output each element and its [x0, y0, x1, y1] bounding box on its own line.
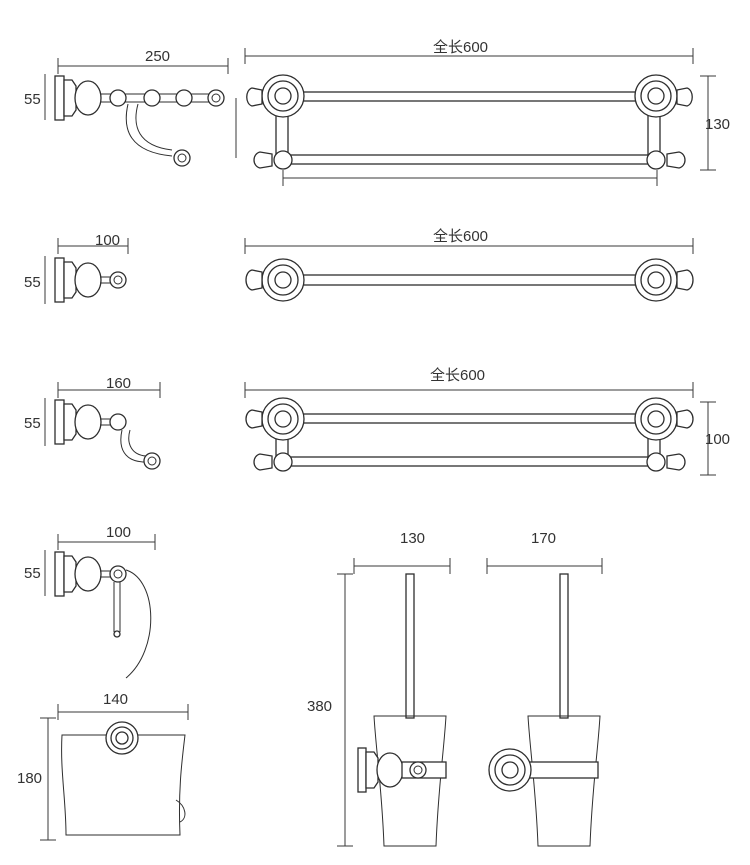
single-hook: 100 55 — [24, 232, 129, 304]
single-towel-bar: 全长600 — [244, 227, 694, 302]
brush-front-width-label: 170 — [531, 530, 556, 547]
single-bar-length-label: 全长600 — [433, 227, 488, 245]
robe-hook-height-label: 55 — [24, 415, 41, 432]
multi-hook-height-label: 55 — [24, 91, 41, 108]
brush-height-label: 380 — [307, 698, 332, 715]
towel-rack-height-label: 130 — [705, 116, 730, 133]
double-towel-bar: 全长600 100 — [244, 366, 730, 476]
covered-holder-width-label: 140 — [103, 691, 128, 708]
paper-holder: 100 55 — [24, 524, 156, 679]
single-hook-width-label: 100 — [95, 232, 120, 249]
double-bar-length-label: 全长600 — [430, 366, 485, 384]
double-bar-height-label: 100 — [705, 431, 730, 448]
toilet-brush-front: 170 — [486, 530, 603, 847]
paper-holder-height-label: 55 — [24, 565, 41, 582]
covered-paper-holder: 140 180 — [17, 691, 189, 841]
paper-holder-width-label: 100 — [106, 524, 131, 541]
single-hook-height-label: 55 — [24, 274, 41, 291]
multi-hook-rail: 250 55 — [24, 48, 229, 167]
robe-hook-width-label: 160 — [106, 375, 131, 392]
toilet-brush-side: 130 380 — [307, 530, 451, 847]
robe-hook: 160 55 — [24, 375, 161, 470]
double-towel-rack: 全长600 130 — [235, 38, 730, 186]
towel-rack-length-label: 全长600 — [433, 38, 488, 56]
multi-hook-width-label: 250 — [145, 48, 170, 65]
brush-side-width-label: 130 — [400, 530, 425, 547]
covered-holder-height-label: 180 — [17, 770, 42, 787]
